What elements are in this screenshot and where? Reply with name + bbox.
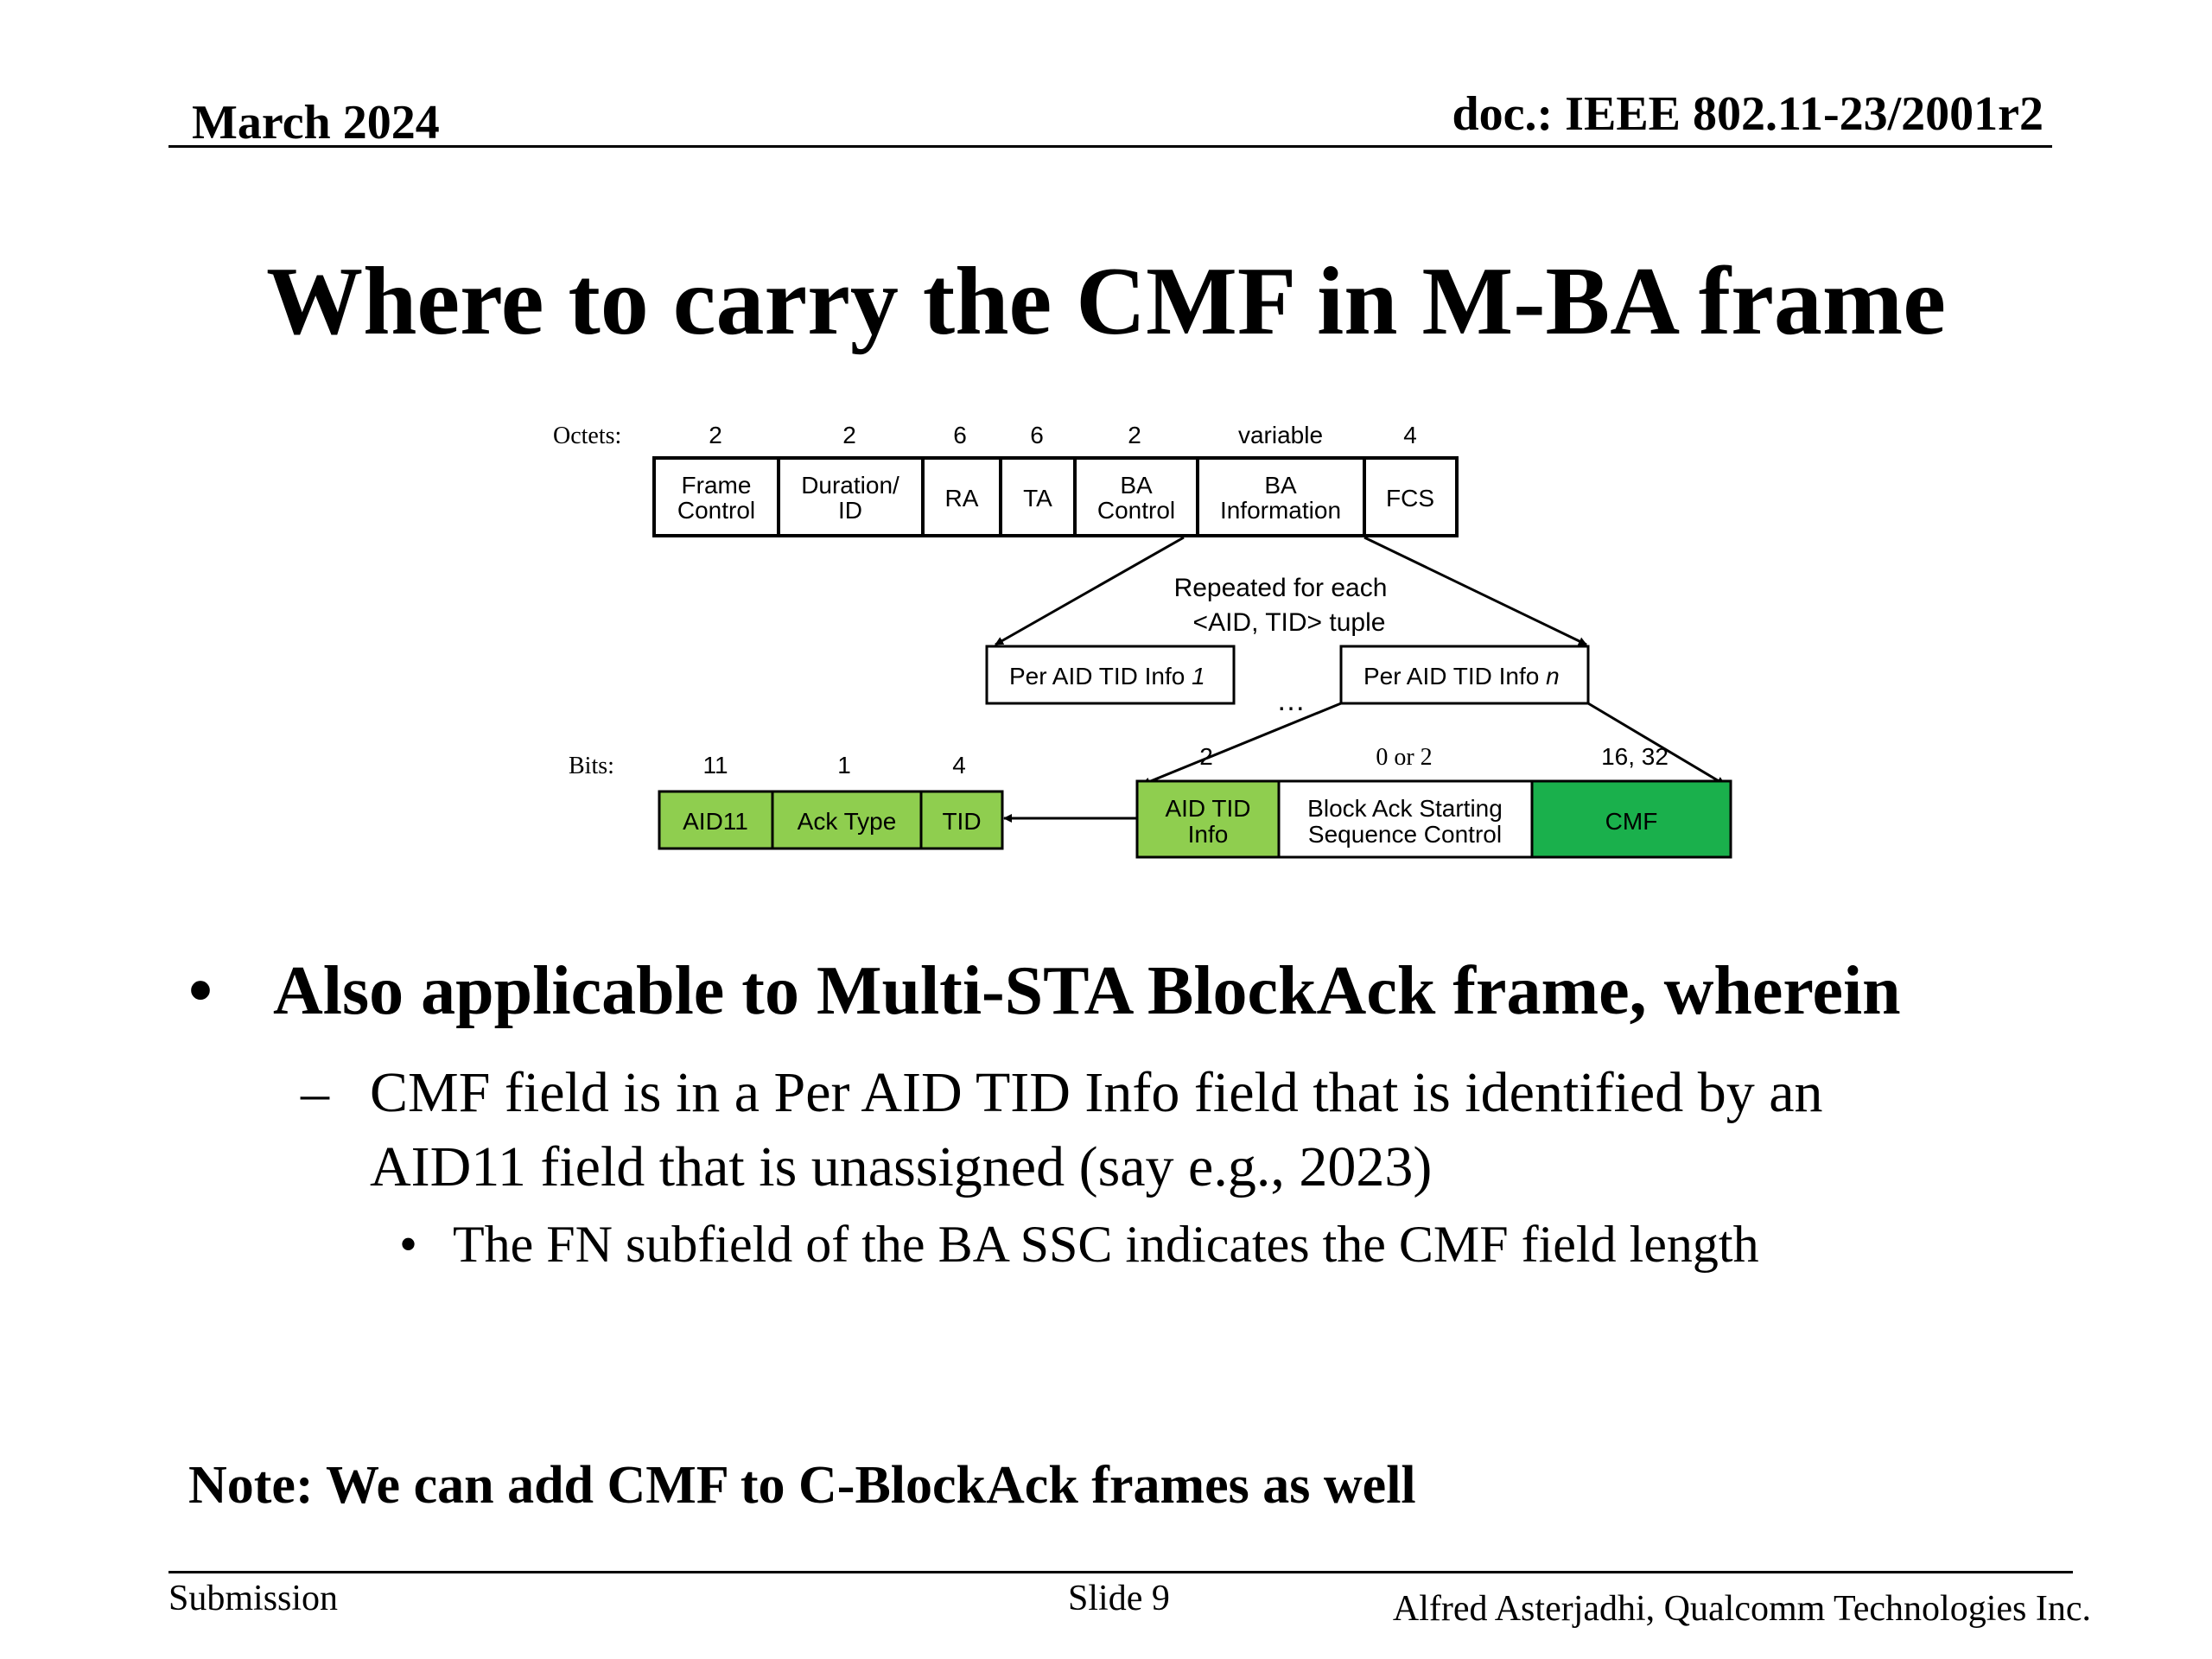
field-aid11 bbox=[658, 790, 774, 850]
duration-id-label-2: ID bbox=[838, 497, 862, 524]
size-tid: 4 bbox=[952, 752, 966, 779]
tid-label: TID bbox=[942, 808, 981, 835]
aid-tid-info-label-2: Info bbox=[1188, 821, 1229, 848]
bits-label: Bits: bbox=[569, 753, 614, 779]
expand-arrow-info-left bbox=[1141, 702, 1342, 786]
size-ack-type: 1 bbox=[837, 752, 851, 779]
repeated-note-line-2: <AID, TID> tuple bbox=[1193, 608, 1386, 637]
footer-submission: Submission bbox=[168, 1579, 339, 1618]
ra-label: RA bbox=[945, 485, 979, 512]
header-date: March 2024 bbox=[192, 96, 440, 149]
bassc-label-1: Block Ack Starting bbox=[1307, 795, 1503, 822]
size-ba-control: 2 bbox=[1128, 422, 1141, 448]
size-ta: 6 bbox=[1030, 422, 1044, 448]
ack-type-label: Ack Type bbox=[798, 808, 897, 835]
field-ba-information bbox=[1196, 456, 1366, 537]
size-ba-information: variable bbox=[1238, 422, 1323, 448]
field-ta bbox=[999, 456, 1077, 537]
size-duration-id: 2 bbox=[842, 422, 856, 448]
ba-control-label-2: Control bbox=[1097, 497, 1175, 524]
header-doc-id: doc.: IEEE 802.11-23/2001r2 bbox=[1452, 87, 2044, 141]
field-fcs bbox=[1363, 456, 1459, 537]
repeated-note-line-1: Repeated for each bbox=[1174, 574, 1388, 602]
size-bassc: 0 or 2 bbox=[1376, 744, 1432, 771]
bullet-2-line-1: CMF field is in a Per AID TID Info field… bbox=[370, 1061, 1823, 1124]
ta-label: TA bbox=[1023, 485, 1052, 512]
size-ra: 6 bbox=[953, 422, 967, 448]
size-aid11: 11 bbox=[702, 752, 728, 779]
expand-arrow-info-right bbox=[1587, 702, 1726, 786]
duration-id-label-1: Duration/ bbox=[801, 472, 899, 499]
fcs-label: FCS bbox=[1386, 485, 1434, 512]
per-aid-tid-info-1 bbox=[985, 645, 1236, 705]
field-duration-id bbox=[777, 456, 925, 537]
footer-author: Alfred Asterjadhi, Qualcomm Technologies… bbox=[1392, 1589, 2091, 1629]
field-cmf bbox=[1530, 779, 1732, 859]
ba-information-label-1: BA bbox=[1264, 472, 1297, 499]
per-aid-tid-info-1-label: Per AID TID Info 1 bbox=[1009, 663, 1205, 690]
bullet-1-text: Also applicable to Multi-STA BlockAck fr… bbox=[273, 953, 1901, 1029]
note-text: Note: We can add CMF to C-BlockAck frame… bbox=[188, 1456, 1416, 1515]
size-aid-tid-info: 2 bbox=[1199, 743, 1213, 770]
ba-information-label-2: Information bbox=[1220, 497, 1341, 524]
per-aid-tid-info-n bbox=[1339, 645, 1590, 705]
size-frame-control: 2 bbox=[709, 422, 722, 448]
footer-slide-number: Slide 9 bbox=[1068, 1579, 1170, 1618]
field-tid bbox=[919, 790, 1004, 850]
expand-arrow-right bbox=[1363, 536, 1587, 646]
expand-arrow-left bbox=[995, 536, 1185, 646]
bullet-3-marker: • bbox=[399, 1216, 418, 1273]
bullet-2-marker: – bbox=[301, 1061, 329, 1124]
aid11-label: AID11 bbox=[683, 808, 748, 835]
bullet-2-line-2: AID11 field that is unassigned (say e.g.… bbox=[370, 1135, 1433, 1198]
header-rule bbox=[168, 145, 2052, 148]
ba-control-label-1: BA bbox=[1120, 472, 1153, 499]
octets-label: Octets: bbox=[553, 423, 621, 449]
ellipsis: … bbox=[1276, 684, 1306, 717]
bullet-1-marker: • bbox=[188, 953, 213, 1029]
frame-control-label-2: Control bbox=[677, 497, 755, 524]
field-aid-tid-info bbox=[1135, 779, 1281, 859]
aid-tid-info-label-1: AID TID bbox=[1165, 795, 1250, 822]
frame-control-label-1: Frame bbox=[682, 472, 752, 499]
bullet-3-text: The FN subfield of the BA SSC indicates … bbox=[453, 1216, 1759, 1273]
bassc-label-2: Sequence Control bbox=[1308, 821, 1502, 848]
field-ack-type bbox=[771, 790, 923, 850]
footer-rule bbox=[168, 1571, 2073, 1573]
cmf-label: CMF bbox=[1605, 808, 1658, 835]
slide-title: Where to carry the CMF in M-BA frame bbox=[266, 248, 1946, 355]
size-cmf: 16, 32 bbox=[1601, 743, 1669, 770]
per-aid-tid-info-n-label: Per AID TID Info n bbox=[1363, 663, 1560, 690]
size-fcs: 4 bbox=[1403, 422, 1417, 448]
